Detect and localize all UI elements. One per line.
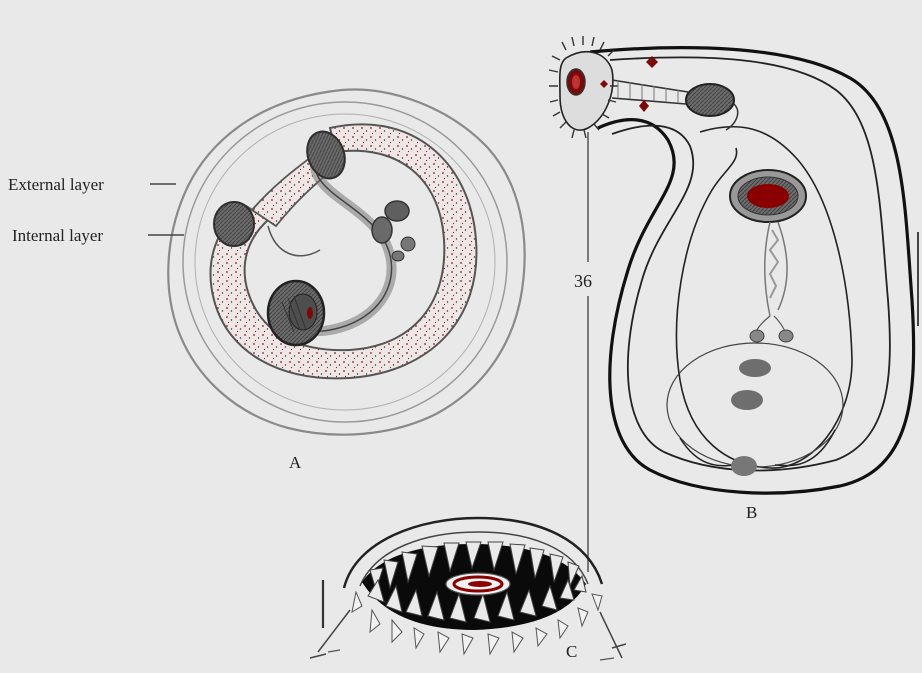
external-layer-label: External layer [8,175,104,194]
larva-b-blob-1 [739,359,771,377]
organ-left [214,202,254,246]
panel-b-label: B [746,503,757,522]
panel-a-label: A [289,453,302,472]
organ-right-large [385,201,409,221]
red-spot-bottom [639,100,649,112]
panel-a-cyst [168,90,524,435]
internal-layer-label: Internal layer [12,226,103,245]
larva-b-blob-3 [731,456,757,476]
panel-b-larva [549,36,914,493]
larva-b-blob-2 [731,390,763,410]
panel-c-label: C [566,642,577,661]
larva-b-pharynx [686,84,734,116]
layer-labels: External layer Internal layer [8,175,184,245]
scale-connector: 36 [574,132,592,572]
panel-c-sucker [310,518,626,660]
scale-value-label: 36 [574,271,592,291]
